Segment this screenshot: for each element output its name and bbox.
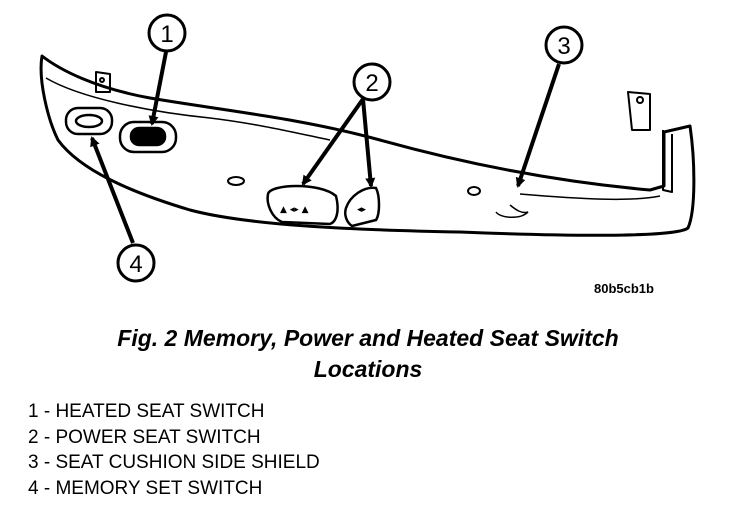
callout-1: 1 xyxy=(147,13,187,53)
memory-set-switch xyxy=(64,106,114,136)
legend-item: 1 - HEATED SEAT SWITCH xyxy=(28,401,265,422)
callout-2-label: 2 xyxy=(365,70,378,97)
heated-seat-switch xyxy=(118,120,178,154)
figure-code: 80b5cb1b xyxy=(594,281,654,296)
figure-caption: Fig. 2 Memory, Power and Heated Seat Swi… xyxy=(0,323,736,385)
svg-text:▲ ◂▸ ▲: ▲ ◂▸ ▲ xyxy=(280,205,309,215)
caption-line-2: Locations xyxy=(313,356,423,382)
callout-2: 2 xyxy=(352,62,392,102)
cushion-trim-squiggle xyxy=(495,204,529,218)
side-shield-body xyxy=(39,54,696,237)
legend-list: 1 - HEATED SEAT SWITCH 2 - POWER SEAT SW… xyxy=(28,399,320,501)
seat-side-shield-illustration: ▲ ◂▸ ▲ ◂▸ 1 2 3 4 xyxy=(39,13,696,283)
callout-3-label: 3 xyxy=(557,33,570,60)
caption-line-1: Fig. 2 Memory, Power and Heated Seat Swi… xyxy=(117,325,619,351)
callout-3: 3 xyxy=(544,25,584,65)
callout-1-label: 1 xyxy=(160,21,173,48)
legend-item: 2 - POWER SEAT SWITCH xyxy=(28,426,261,448)
legend-item: 3 - SEAT CUSHION SIDE SHIELD xyxy=(28,452,320,473)
mounting-holes xyxy=(99,77,644,196)
svg-text:◂▸: ◂▸ xyxy=(357,205,367,215)
callout-4-label: 4 xyxy=(129,251,142,278)
legend-item: 4 - MEMORY SET SWITCH xyxy=(28,477,263,499)
callout-4: 4 xyxy=(116,243,156,283)
callout-leaders xyxy=(90,51,561,244)
power-seat-switch: ▲ ◂▸ ▲ ◂▸ xyxy=(266,184,381,228)
